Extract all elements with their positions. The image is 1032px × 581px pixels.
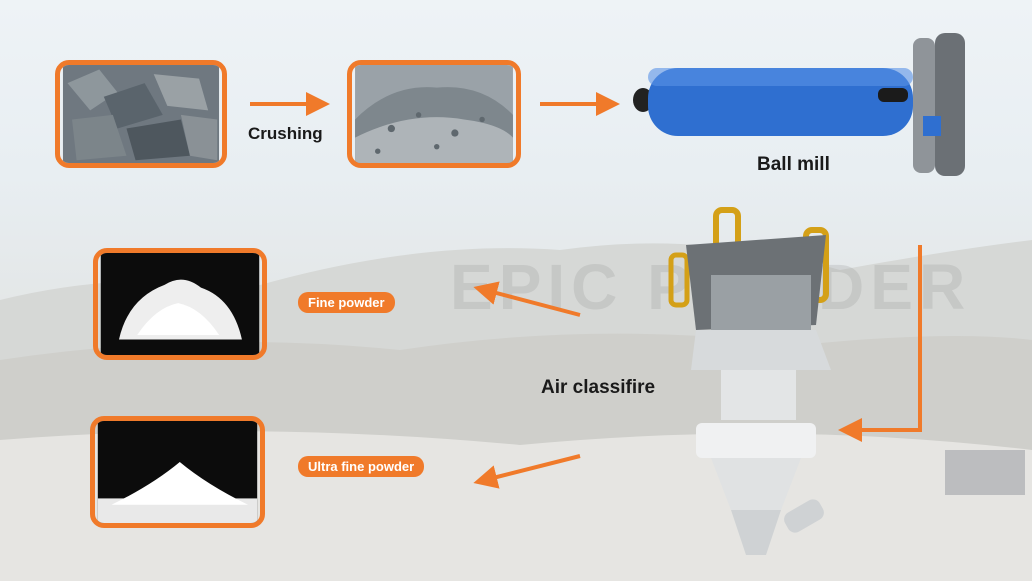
crushing-label: Crushing — [248, 124, 323, 143]
ultra-fine-powder-label: Ultra fine powder — [298, 456, 425, 477]
ball-mill-label: Ball mill — [757, 154, 830, 175]
rock-icon — [62, 65, 220, 163]
ball-mill-image — [633, 33, 965, 176]
powder-cone-icon — [97, 421, 258, 523]
crushed-stone-image — [347, 60, 521, 168]
powder-pile-icon — [100, 253, 260, 355]
air-classifier-label: Air classifire — [541, 377, 656, 398]
raw-rock-image — [55, 60, 227, 168]
air-classifier-image — [668, 207, 831, 555]
ultra-fine-powder-image — [90, 416, 265, 528]
fine-powder-label: Fine powder — [298, 292, 395, 313]
fine-powder-image — [93, 248, 267, 360]
gravel-icon — [355, 65, 513, 163]
